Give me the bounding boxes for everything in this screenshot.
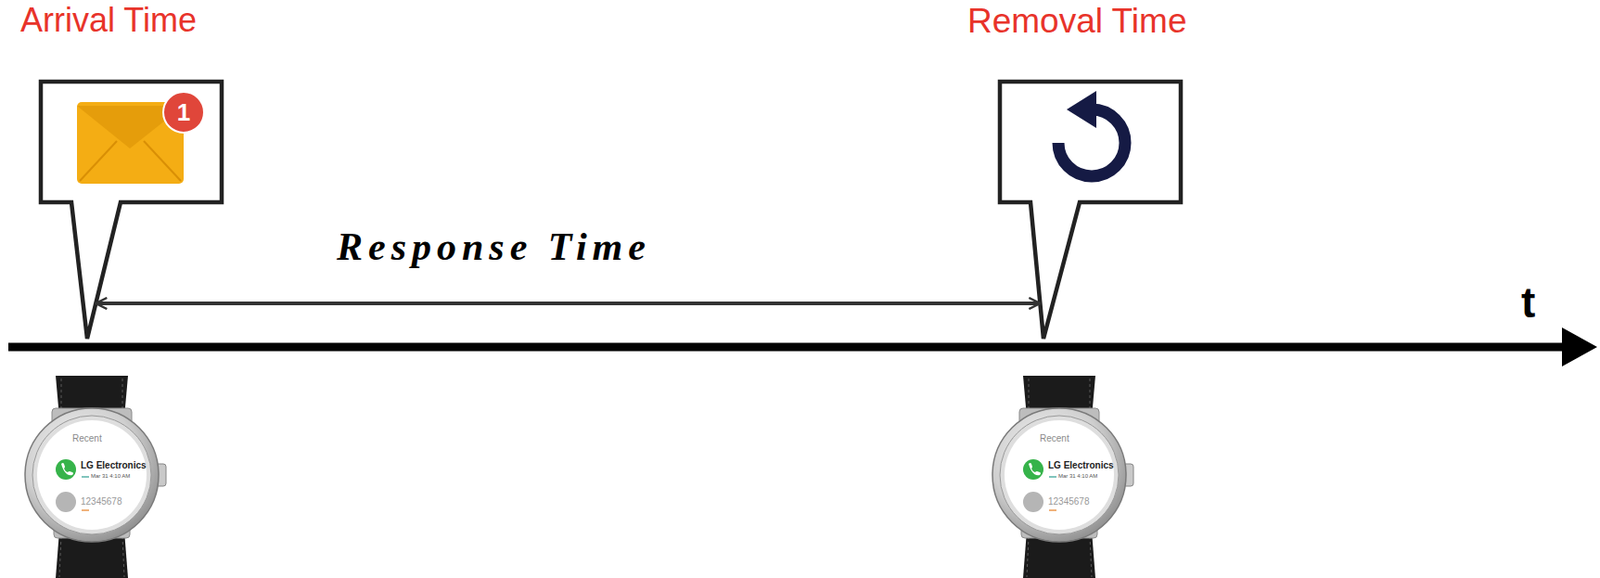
watch-screen-text: Mar 31 4:10 AM bbox=[1058, 473, 1098, 479]
watch-screen-text: Recent bbox=[72, 434, 103, 444]
callout-outline bbox=[964, 0, 1188, 342]
undo-icon bbox=[1058, 90, 1126, 177]
watch-screen-text: Recent bbox=[1039, 434, 1070, 444]
smartwatch-illustration bbox=[992, 375, 1134, 578]
timeline-axis bbox=[8, 343, 1570, 352]
watch-screen-text: 12345678 bbox=[80, 497, 123, 507]
callout-heading: Removal Time bbox=[967, 3, 1187, 39]
duration-label: Response Time bbox=[336, 227, 652, 267]
watch-screen-text: LG Electronics bbox=[1048, 460, 1114, 471]
callout-shape bbox=[999, 81, 1181, 339]
badge-count: 1 bbox=[165, 100, 203, 125]
timeline-arrowhead bbox=[1561, 327, 1598, 367]
axis-label: t bbox=[1521, 281, 1536, 324]
smartwatch-illustration bbox=[25, 375, 167, 578]
callout-shape bbox=[40, 81, 222, 339]
duration-arrow bbox=[95, 301, 1040, 306]
callout-outline bbox=[18, 0, 228, 342]
callout-node: Removal Time bbox=[964, 0, 1188, 342]
watch-screen-text: 12345678 bbox=[1048, 497, 1090, 507]
callout-node: Arrival Time bbox=[18, 0, 228, 342]
watch-screen-text: Mar 31 4:10 AM bbox=[90, 473, 130, 479]
callout-heading: Arrival Time bbox=[20, 3, 197, 38]
watch-screen-text: LG Electronics bbox=[80, 460, 147, 471]
notification-badge bbox=[163, 91, 205, 133]
